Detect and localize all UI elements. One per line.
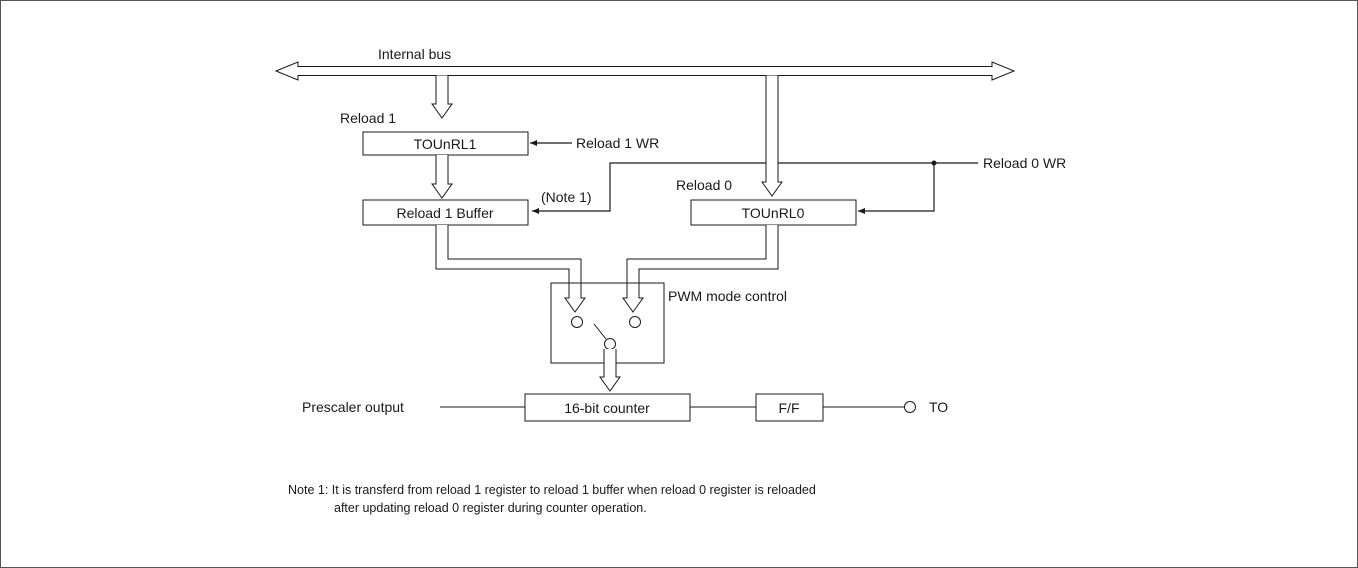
reload0-wr-to-buffer-line xyxy=(532,162,978,214)
reload0-label: Reload 0 xyxy=(676,177,732,193)
note-line-1: Note 1: It is transferd from reload 1 re… xyxy=(288,483,816,497)
tounrl1-to-buffer-arrow xyxy=(431,155,453,199)
tounrl1-label: TOUnRL1 xyxy=(414,136,477,152)
tounrl0-to-pwm-arrow xyxy=(622,225,779,313)
flipflop-block xyxy=(755,393,824,422)
flipflop-label: F/F xyxy=(779,400,800,416)
internal-bus-label: Internal bus xyxy=(378,46,451,62)
internal-bus-arrow xyxy=(274,61,1016,81)
bus-to-tounrl1-arrow xyxy=(431,75,453,119)
reload1-wr-label: Reload 1 WR xyxy=(576,135,659,151)
to-pin-label: TO xyxy=(929,399,948,415)
junction-dot xyxy=(931,160,937,166)
to-pin-terminal xyxy=(904,401,916,413)
reload1-label: Reload 1 xyxy=(340,110,396,126)
note1-tag: (Note 1) xyxy=(541,189,592,205)
reload1-buffer-label: Reload 1 Buffer xyxy=(396,205,493,221)
tounrl0-label: TOUnRL0 xyxy=(742,205,805,221)
reload0-wr-to-tounrl0-line xyxy=(858,163,935,214)
buffer-to-pwm-arrow xyxy=(435,225,586,313)
switch-lever xyxy=(593,323,607,340)
reload0-wr-label: Reload 0 WR xyxy=(983,155,1066,171)
counter-label: 16-bit counter xyxy=(564,400,650,416)
switch-common-contact xyxy=(604,338,616,350)
note-line-2: after updating reload 0 register during … xyxy=(334,501,647,515)
pwm-mode-control-label: PWM mode control xyxy=(668,288,787,304)
prescaler-output-label: Prescaler output xyxy=(302,399,404,415)
switch-to-counter-arrow xyxy=(599,349,621,392)
switch-contact-reload0 xyxy=(629,316,641,328)
counter-block xyxy=(524,393,691,422)
tounrl0-block xyxy=(690,199,857,226)
switch-contact-reload1 xyxy=(571,316,583,328)
reload1-buffer-block xyxy=(362,199,529,226)
bus-to-tounrl0-arrow xyxy=(761,75,783,197)
